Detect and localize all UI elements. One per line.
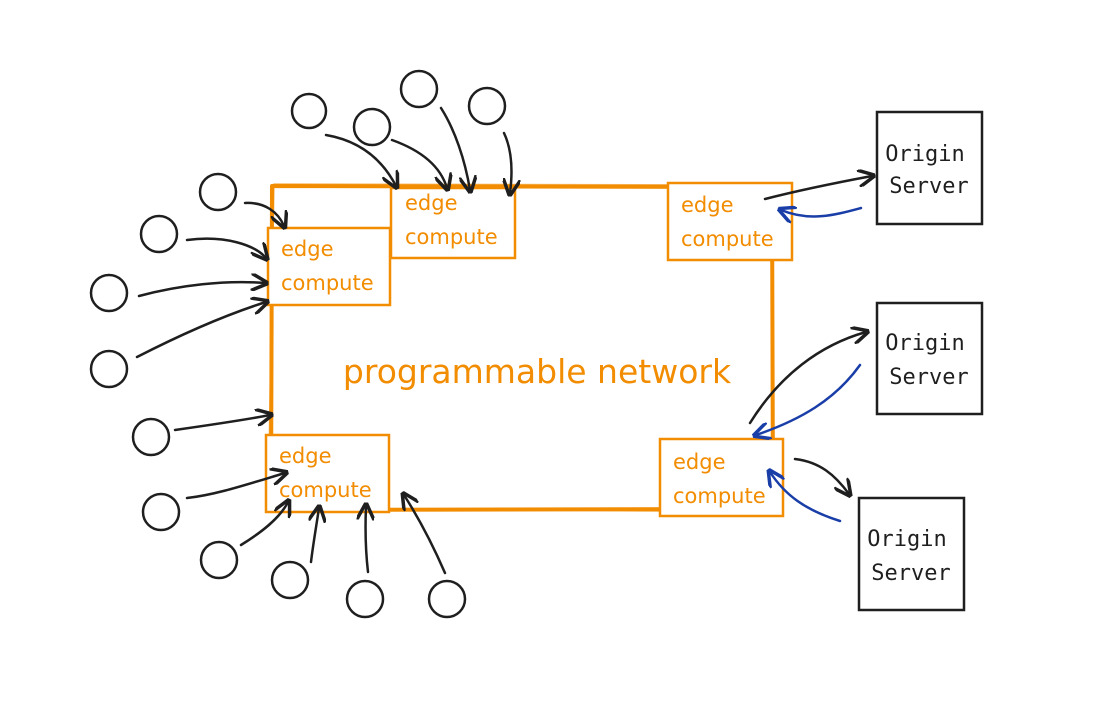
client-circle xyxy=(399,69,439,109)
origin-label: Origin xyxy=(885,331,964,356)
request-arrow xyxy=(243,201,284,226)
client-circle xyxy=(270,560,310,600)
request-arrow xyxy=(793,457,849,494)
origin-label: Origin xyxy=(867,527,946,552)
request-arrow xyxy=(504,131,512,193)
compute-label: compute xyxy=(279,478,372,502)
origin-server-3: Origin Server xyxy=(857,496,966,612)
programmable-network: programmable network xyxy=(267,183,776,513)
client-circle xyxy=(467,86,507,126)
compute-label: compute xyxy=(673,484,766,508)
request-arrow xyxy=(311,508,319,564)
request-arrow xyxy=(748,332,866,425)
response-arrow xyxy=(756,363,862,435)
request-arrow xyxy=(239,502,288,547)
client-circle xyxy=(198,172,238,212)
client-circle xyxy=(427,579,467,619)
client-arrows xyxy=(135,106,512,575)
request-arrow xyxy=(390,138,447,188)
request-arrow xyxy=(173,415,270,432)
network-label: programmable network xyxy=(343,352,732,391)
origin-server-2: Origin Server xyxy=(875,301,984,416)
edge-label: edge xyxy=(281,237,334,261)
origin-label: Origin xyxy=(885,142,964,167)
request-arrow xyxy=(404,495,447,575)
edge-compute-bottom-right: edge compute xyxy=(658,437,785,518)
client-circle xyxy=(131,417,171,457)
compute-label: compute xyxy=(681,227,774,251)
clients xyxy=(89,69,507,619)
client-circle xyxy=(89,349,129,389)
server-label: Server xyxy=(889,174,968,199)
request-arrow xyxy=(366,506,368,574)
compute-label: compute xyxy=(405,225,498,249)
response-arrow xyxy=(770,472,842,523)
edge-label: edge xyxy=(681,193,734,217)
request-arrow xyxy=(439,106,470,190)
edge-compute-top-left: edge compute xyxy=(266,226,392,307)
client-circle xyxy=(352,107,392,147)
origin-server-1: Origin Server xyxy=(875,110,984,226)
server-label: Server xyxy=(871,561,950,586)
request-arrow xyxy=(763,176,872,201)
response-arrow xyxy=(781,208,863,216)
request-arrow xyxy=(185,237,266,258)
client-circle xyxy=(141,492,181,532)
edge-label: edge xyxy=(279,444,332,468)
client-circle xyxy=(199,540,239,580)
compute-label: compute xyxy=(281,271,374,295)
edge-label: edge xyxy=(673,450,726,474)
request-arrow xyxy=(137,282,265,298)
request-arrow xyxy=(135,302,266,359)
edge-label: edge xyxy=(405,191,458,215)
client-circle xyxy=(345,579,385,619)
edge-compute-top: edge compute xyxy=(389,186,517,260)
request-arrow xyxy=(324,133,396,186)
origin-arrows xyxy=(748,176,872,523)
request-arrow xyxy=(185,473,285,500)
client-circle xyxy=(290,92,328,130)
server-label: Server xyxy=(889,365,968,390)
edge-compute-top-right: edge compute xyxy=(666,181,794,262)
client-circle xyxy=(139,214,179,254)
client-circle xyxy=(89,273,129,313)
